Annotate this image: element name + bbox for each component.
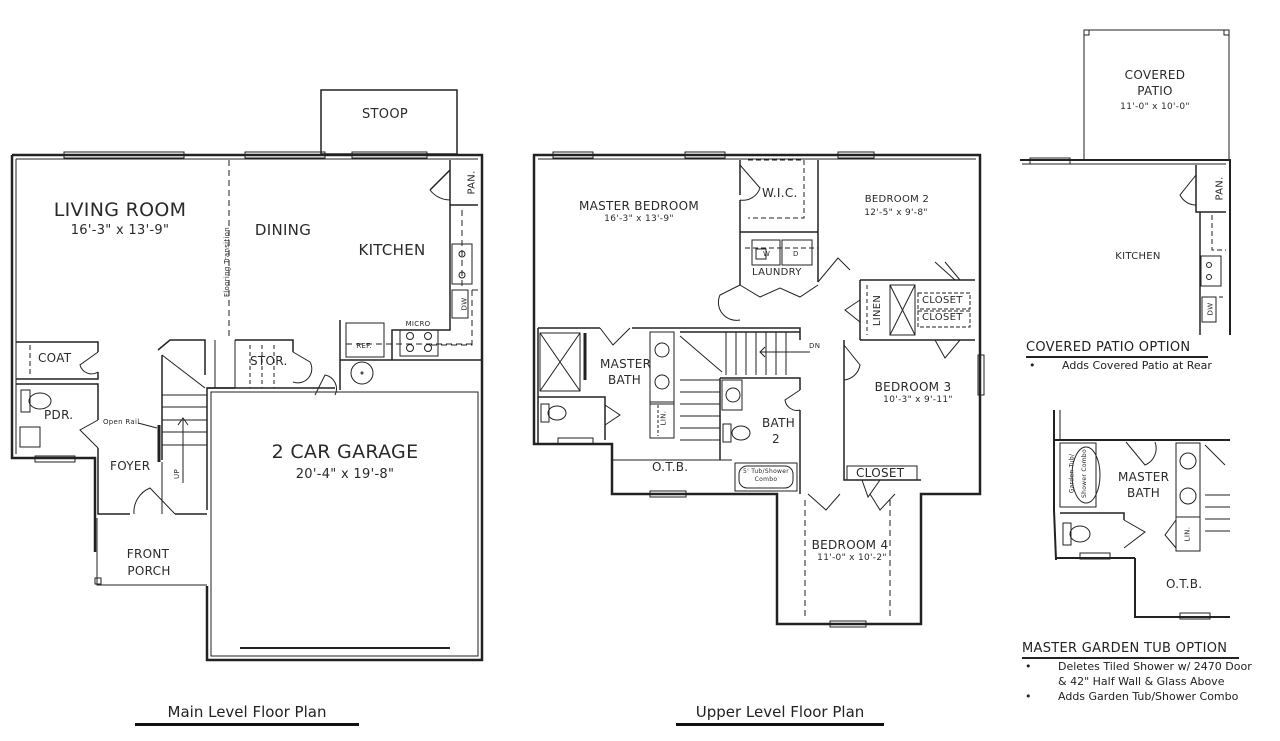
room-label-foyer: FOYER <box>110 459 151 473</box>
room-label-coat: COAT <box>38 351 72 365</box>
title-underline <box>676 723 884 726</box>
room-label-closet-3: CLOSET <box>856 466 905 480</box>
room-label-dining: DINING <box>254 221 312 239</box>
room-dim-garage: 20'-4" x 19'-8" <box>295 467 395 482</box>
fixture-label-garden-tub-1: Garden Tub/ <box>1068 453 1076 494</box>
room-label-pantry: PAN. <box>466 170 478 195</box>
garden-tub-option-bullets: •Deletes Tiled Shower w/ 2470 Door & 42"… <box>1022 659 1252 704</box>
room-label-master-bath-2: BATH <box>608 373 642 387</box>
room-label-powder: PDR. <box>44 408 74 422</box>
covered-patio-option-walls <box>1020 29 1231 335</box>
room-dim-living-room: 16'-3" x 13'-9" <box>70 223 170 238</box>
room-label-bedroom-2: BEDROOM 2 <box>864 194 930 205</box>
appliance-label-dishwasher: DW <box>1206 302 1215 316</box>
room-label-front-porch-1: FRONT <box>126 547 170 561</box>
room-label-lin: LIN. <box>659 410 668 426</box>
stair-up-label: UP <box>172 469 181 479</box>
upper-level-plan-title: Upper Level Floor Plan <box>676 703 884 726</box>
stair-down-label: DN <box>809 342 821 350</box>
room-label-front-porch-2: PORCH <box>127 564 171 578</box>
room-dim-master-bedroom: 16'-3" x 13'-9" <box>604 214 674 224</box>
covered-patio-option-title: COVERED PATIO OPTION <box>1026 340 1208 358</box>
room-label-garage: 2 CAR GARAGE <box>271 441 419 463</box>
fixture-label-tub-2: Combo <box>754 476 778 483</box>
room-label-bedroom-3: BEDROOM 3 <box>874 380 952 394</box>
fixture-label-tub-1: 5' Tub/Shower <box>742 468 790 475</box>
room-label-pantry: PAN. <box>1214 176 1226 201</box>
garden-tub-option-title-text: MASTER GARDEN TUB OPTION <box>1022 641 1228 656</box>
room-label-master-bath-1: MASTER <box>600 357 652 371</box>
room-label-bath-2-1: BATH <box>762 416 796 430</box>
garden-tub-option-walls <box>1053 410 1230 620</box>
main-level-walls <box>10 89 484 662</box>
title-underline <box>1022 657 1239 659</box>
title-underline <box>1026 356 1208 358</box>
room-label-kitchen: KITCHEN <box>358 241 426 259</box>
room-label-stoop: STOOP <box>362 107 408 122</box>
appliance-label-dryer: D <box>793 250 799 258</box>
flooring-transition-note: Flooring Transition <box>223 226 232 298</box>
room-label-lin: LIN. <box>1183 526 1192 542</box>
room-dim-covered-patio: 11'-0" x 10'-0" <box>1120 102 1190 112</box>
covered-patio-option-title-text: COVERED PATIO OPTION <box>1026 340 1191 355</box>
room-label-bedroom-4: BEDROOM 4 <box>811 538 889 552</box>
room-label-storage: STOR. <box>250 354 288 368</box>
title-underline <box>135 723 359 726</box>
room-label-bath-2-2: 2 <box>772 432 780 446</box>
room-label-covered-patio-2: PATIO <box>1137 84 1173 98</box>
bullet-item: •Adds Covered Patio at Rear <box>1029 359 1212 372</box>
room-label-laundry: LAUNDRY <box>752 267 802 278</box>
room-label-covered-patio-1: COVERED <box>1124 68 1186 82</box>
appliance-label-dishwasher: DW <box>460 297 469 311</box>
room-label-kitchen: KITCHEN <box>1115 251 1161 262</box>
room-label-linen: LINEN <box>872 294 884 327</box>
room-label-wic: W.I.C. <box>762 186 798 200</box>
covered-patio-option-bullets: •Adds Covered Patio at Rear <box>1026 358 1212 373</box>
room-label-master-bath-1: MASTER <box>1118 470 1170 484</box>
room-dim-bedroom-4: 11'-0" x 10'-2" <box>817 553 887 563</box>
room-label-master-bath-2: BATH <box>1127 486 1161 500</box>
appliance-label-ref: REF. <box>356 342 372 350</box>
room-label-master-bedroom: MASTER BEDROOM <box>578 199 700 213</box>
room-label-closet-1: CLOSET <box>922 295 963 306</box>
room-label-otb: O.T.B. <box>652 460 689 474</box>
upper-level-walls <box>532 151 985 628</box>
open-rail-note: Open Rail <box>103 418 140 426</box>
garden-tub-option-title: MASTER GARDEN TUB OPTION <box>1022 641 1239 659</box>
room-label-living-room: LIVING ROOM <box>53 199 187 221</box>
room-dim-bedroom-3: 10'-3" x 9'-11" <box>883 395 953 405</box>
main-level-title-text: Main Level Floor Plan <box>167 703 327 721</box>
bullet-item-continued: & 42" Half Wall & Glass Above <box>1058 675 1225 688</box>
room-dim-bedroom-2: 12'-5" x 9'-8" <box>864 208 928 218</box>
bullet-item: •Adds Garden Tub/Shower Combo <box>1025 690 1239 703</box>
room-label-closet-2: CLOSET <box>922 312 963 323</box>
bullet-item: •Deletes Tiled Shower w/ 2470 Door <box>1025 660 1252 673</box>
room-label-otb: O.T.B. <box>1166 577 1203 591</box>
main-level-plan-title: Main Level Floor Plan <box>135 703 359 726</box>
appliance-label-micro: MICRO <box>405 320 431 328</box>
fixture-label-garden-tub-2: Shower Combo <box>1081 448 1089 499</box>
appliance-label-washer: W <box>763 250 771 258</box>
upper-level-title-text: Upper Level Floor Plan <box>695 703 865 721</box>
